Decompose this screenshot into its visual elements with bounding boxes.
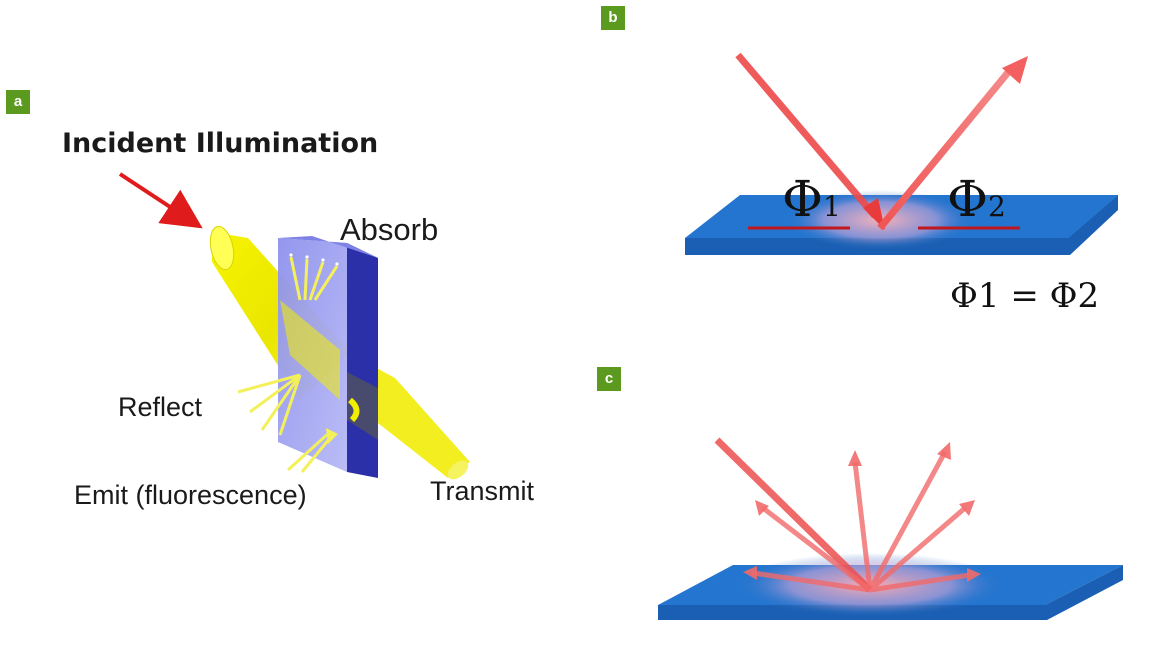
- reflect-label: Reflect: [118, 392, 203, 422]
- absorb-label: Absorb: [340, 212, 439, 247]
- transmitted-beam: [352, 355, 470, 478]
- panel-c-badge: c: [597, 367, 621, 391]
- panel-a-diagram: [118, 172, 470, 480]
- panel-a-badge: a: [6, 90, 30, 114]
- slab-edge: [347, 243, 378, 478]
- emit-rays: [286, 430, 332, 473]
- phi-equation: Φ1 = Φ2: [950, 276, 1100, 316]
- phi-2-label: Φ2: [947, 170, 1006, 228]
- panel-b-badge: b: [601, 6, 625, 30]
- reflected-ray-b: [877, 56, 1028, 231]
- scattered-rays: [752, 450, 971, 593]
- incident-illumination-title: Incident Illumination: [62, 128, 379, 159]
- phi-1-label: Φ1: [782, 170, 841, 228]
- incident-arrow: [118, 172, 203, 229]
- absorb-rays: [289, 256, 339, 301]
- panel-c-diagram: [658, 437, 1123, 620]
- incident-ray-b: [735, 52, 885, 230]
- incident-ray-c: [714, 437, 873, 593]
- emit-label: Emit (fluorescence): [74, 480, 307, 510]
- panel-b-diagram: [685, 52, 1118, 255]
- transmit-label: Transmit: [430, 476, 535, 506]
- reflect-rays: [237, 373, 302, 436]
